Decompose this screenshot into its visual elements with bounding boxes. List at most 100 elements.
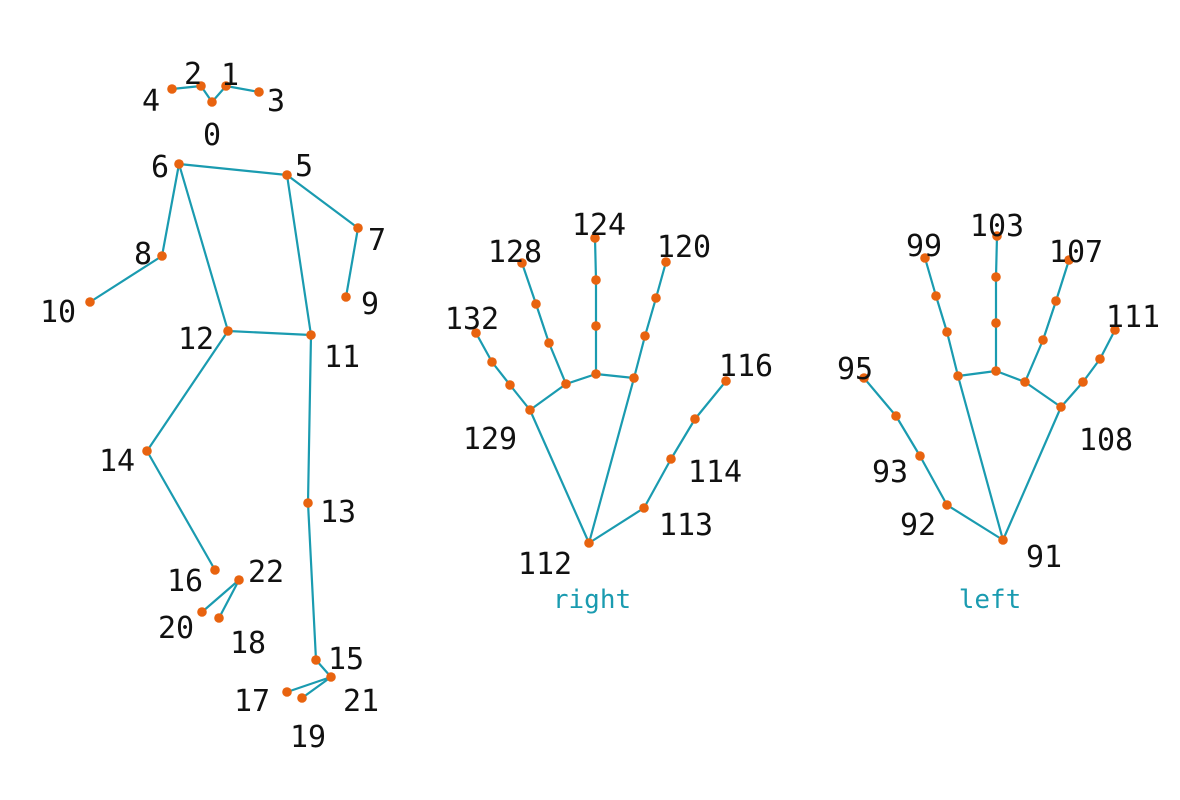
right-hand-label-132: 132	[445, 302, 499, 337]
joint-l15	[1051, 296, 1061, 306]
body-label-16: 16	[167, 564, 203, 599]
left-hand-label-93: 93	[872, 455, 908, 490]
joint-b19	[297, 693, 307, 703]
joint-r11	[591, 275, 601, 285]
joint-r13	[561, 379, 571, 389]
joint-b18	[214, 613, 224, 623]
body-label-11: 11	[324, 340, 360, 375]
bone-b11-b13	[306, 333, 313, 505]
bone-l0-l5	[956, 374, 1005, 542]
bone-r3-r4	[693, 379, 728, 421]
body-label-8: 8	[134, 237, 152, 272]
joint-b6	[174, 159, 184, 169]
joint-l4	[859, 373, 869, 383]
bone-b14-b16	[145, 449, 217, 572]
body-label-1: 1	[221, 58, 239, 93]
body-label-20: 20	[158, 611, 194, 646]
bone-b6-b12	[177, 162, 230, 333]
bone-l7-l8	[923, 256, 938, 298]
joint-b4	[167, 84, 177, 94]
body-label-10: 10	[40, 295, 76, 330]
bone-b12-b14	[145, 329, 230, 453]
joint-r5	[629, 373, 639, 383]
joint-b2	[196, 81, 206, 91]
joint-r0	[584, 538, 594, 548]
skeleton-joints	[85, 81, 1120, 703]
joint-l9	[991, 366, 1001, 376]
joint-r9	[591, 369, 601, 379]
bone-b22-b18	[217, 578, 241, 620]
right-hand-label-129: 129	[463, 422, 517, 457]
bone-l17-l13	[1023, 380, 1063, 409]
left-hand-label-99: 99	[906, 229, 942, 264]
bone-l17-l18	[1059, 380, 1085, 409]
bone-b12-b11	[226, 329, 313, 337]
joint-l10	[991, 318, 1001, 328]
joint-r7	[651, 293, 661, 303]
bone-b5-b7	[285, 173, 360, 230]
joint-l7	[931, 291, 941, 301]
body-label-5: 5	[295, 149, 313, 184]
joint-b16	[210, 565, 220, 575]
joint-r2	[666, 454, 676, 464]
joint-b9	[341, 292, 351, 302]
joint-l20	[1110, 325, 1120, 335]
body-label-2: 2	[184, 57, 202, 92]
joint-l1	[942, 500, 952, 510]
joint-l16	[1064, 255, 1074, 265]
bone-b8-b10	[88, 254, 164, 304]
joint-b8	[157, 251, 167, 261]
left-hand-label-103: 103	[970, 209, 1024, 244]
joint-l17	[1056, 402, 1066, 412]
joint-l6	[942, 327, 952, 337]
joint-l3	[891, 411, 901, 421]
bone-r1-r2	[642, 457, 673, 510]
bone-l0-l1	[945, 503, 1005, 542]
bone-b4-b2	[170, 84, 203, 91]
bone-r0-r5	[587, 376, 636, 545]
joint-r10	[591, 321, 601, 331]
right-hand-caption: right	[553, 585, 631, 615]
body-label-6: 6	[151, 150, 169, 185]
left-hand-label-92: 92	[900, 508, 936, 543]
joint-b3	[254, 87, 264, 97]
joint-r17	[525, 405, 535, 415]
bone-r13-r9	[564, 372, 598, 386]
joint-b10	[85, 297, 95, 307]
bone-r5-r6	[632, 334, 647, 380]
body-label-7: 7	[368, 223, 386, 258]
body-label-12: 12	[178, 322, 214, 357]
bone-b22-b20	[200, 578, 241, 614]
bone-l13-l14	[1023, 338, 1045, 384]
bone-b5-b11	[285, 173, 313, 337]
right-hand-label-112: 112	[518, 547, 572, 582]
joint-b15	[311, 655, 321, 665]
body-label-21: 21	[343, 684, 379, 719]
joint-l14	[1038, 335, 1048, 345]
bone-r7-r8	[654, 260, 668, 300]
joint-l2	[915, 451, 925, 461]
bone-l5-l6	[945, 330, 960, 378]
bone-l15-l16	[1054, 258, 1071, 303]
joint-r18	[505, 380, 515, 390]
bone-b21-b19	[300, 675, 333, 700]
left-hand-label-107: 107	[1049, 235, 1103, 270]
joint-b5	[282, 170, 292, 180]
joint-b13	[303, 498, 313, 508]
right-hand-label-128: 128	[488, 235, 542, 270]
left-hand-caption: left	[959, 585, 1022, 615]
joint-l8	[920, 253, 930, 263]
body-label-15: 15	[328, 642, 364, 677]
joint-r8	[661, 257, 671, 267]
joint-r4	[721, 376, 731, 386]
joint-l0	[998, 535, 1008, 545]
joint-r15	[531, 299, 541, 309]
body-label-18: 18	[230, 626, 266, 661]
body-label-13: 13	[320, 495, 356, 530]
bone-r0-r17	[528, 408, 591, 545]
bone-r0-r1	[587, 506, 646, 545]
joint-b7	[353, 223, 363, 233]
body-label-22: 22	[248, 555, 284, 590]
